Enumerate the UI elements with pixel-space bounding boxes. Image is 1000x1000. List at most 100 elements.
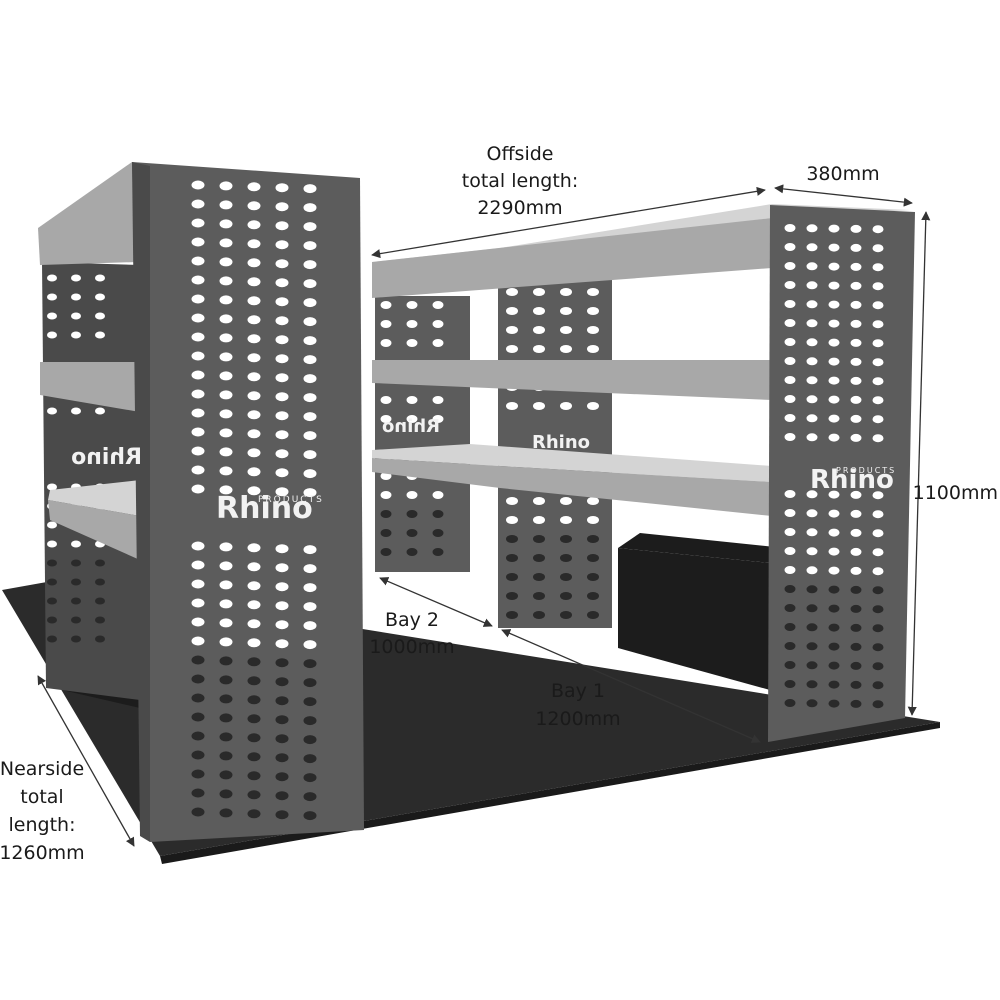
- perforation-hole: [533, 402, 545, 410]
- height-dimension-line: [907, 211, 931, 716]
- perforation-hole: [219, 618, 233, 628]
- perforation-hole: [784, 699, 796, 707]
- perforation-hole: [806, 300, 818, 309]
- perforation-hole: [828, 319, 840, 328]
- perforation-hole: [303, 545, 317, 555]
- perforation-hole: [806, 433, 818, 442]
- perforation-hole: [850, 604, 862, 613]
- perforation-hole: [275, 810, 289, 820]
- perforation-hole: [247, 657, 261, 667]
- perforation-hole: [587, 497, 599, 505]
- brand-name: Rhino: [216, 491, 313, 526]
- offside-lower-shelf-top: [372, 444, 772, 482]
- perforation-hole: [784, 376, 796, 384]
- perforation-hole: [784, 319, 796, 327]
- perforation-hole: [850, 661, 862, 670]
- perforation-hole: [828, 357, 840, 366]
- perforation-hole: [872, 320, 884, 329]
- perforation-hole: [247, 676, 261, 686]
- nearside-shelving-unit: PRODUCTS Rhino Rhino: [38, 162, 364, 842]
- perforation-hole: [806, 281, 818, 290]
- perforation-hole: [191, 484, 205, 494]
- perforation-hole: [47, 597, 57, 605]
- perforation-hole: [275, 183, 289, 193]
- perforation-hole: [850, 528, 862, 537]
- nearside-label-line1: Nearside: [0, 758, 84, 780]
- perforation-hole: [587, 516, 599, 524]
- perforation-hole: [247, 315, 261, 325]
- perforation-hole: [872, 567, 884, 576]
- perforation-hole: [303, 583, 317, 593]
- perforation-hole: [219, 371, 233, 381]
- perforation-hole: [95, 293, 105, 301]
- perforation-hole: [95, 407, 105, 415]
- brand-tagline: PRODUCTS: [836, 466, 896, 475]
- perforation-hole: [47, 616, 57, 624]
- perforation-hole: [560, 592, 572, 600]
- perforation-hole: [219, 409, 233, 419]
- perforation-hole: [806, 243, 818, 252]
- perforation-hole: [587, 554, 599, 562]
- perforation-hole: [303, 735, 317, 745]
- perforation-hole: [303, 450, 317, 460]
- perforation-hole: [806, 661, 818, 670]
- perforation-hole: [806, 338, 818, 347]
- perforation-hole: [506, 288, 518, 296]
- perforation-hole: [219, 219, 233, 229]
- perforation-hole: [850, 395, 862, 404]
- perforation-hole: [806, 509, 818, 518]
- perforation-hole: [828, 509, 840, 518]
- perforation-hole: [303, 241, 317, 251]
- perforation-hole: [219, 352, 233, 362]
- perforation-hole: [95, 312, 105, 320]
- perforation-hole: [380, 548, 392, 556]
- perforation-hole: [587, 611, 599, 619]
- perforation-hole: [806, 224, 818, 233]
- perforation-hole: [406, 529, 418, 537]
- perforation-hole: [806, 395, 818, 404]
- perforation-hole: [303, 374, 317, 384]
- perforation-hole: [872, 586, 884, 595]
- perforation-hole: [533, 573, 545, 581]
- brand-logo-offside-rear: Rhino: [382, 416, 440, 437]
- perforation-hole: [71, 616, 81, 624]
- perforation-hole: [872, 662, 884, 671]
- perforation-hole: [872, 301, 884, 310]
- perforation-hole: [191, 636, 205, 646]
- nearside-front-panel: [132, 162, 364, 842]
- perforation-hole: [303, 640, 317, 650]
- perforation-hole: [850, 490, 862, 499]
- perforation-hole: [784, 262, 796, 270]
- perforation-hole: [219, 751, 233, 761]
- perforation-hole: [71, 559, 81, 567]
- bay2-label-line2: 1000mm: [369, 636, 454, 658]
- perforation-hole: [850, 414, 862, 423]
- perforation-hole: [47, 540, 57, 548]
- perforation-hole: [219, 637, 233, 647]
- perforation-hole: [560, 345, 572, 353]
- nearside-label-line4: 1260mm: [0, 842, 85, 864]
- perforation-hole: [303, 203, 317, 213]
- perforation-hole: [850, 547, 862, 556]
- bay1-dimension-line: [501, 629, 761, 743]
- perforation-hole: [533, 516, 545, 524]
- perforation-hole: [275, 202, 289, 212]
- perforation-hole: [303, 298, 317, 308]
- perforation-hole: [219, 713, 233, 723]
- perforation-hole: [506, 611, 518, 619]
- perforation-hole: [191, 446, 205, 456]
- perforation-hole: [247, 448, 261, 458]
- perforation-hole: [850, 699, 862, 708]
- perforation-hole: [47, 483, 57, 491]
- perforation-hole: [872, 643, 884, 652]
- perforation-hole: [247, 429, 261, 439]
- perforation-hole: [872, 339, 884, 348]
- perforation-hole: [872, 548, 884, 557]
- perforation-hole: [406, 548, 418, 556]
- perforation-hole: [275, 430, 289, 440]
- perforation-hole: [191, 750, 205, 760]
- perforation-hole: [784, 623, 796, 631]
- perforation-hole: [380, 396, 392, 404]
- perforation-hole: [275, 297, 289, 307]
- perforation-hole: [587, 345, 599, 353]
